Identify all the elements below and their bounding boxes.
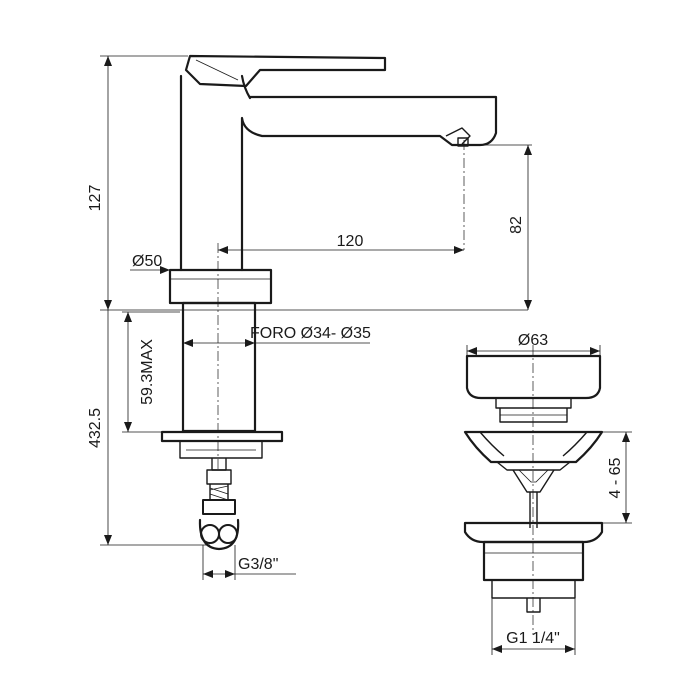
dimension-reach-120: 120	[218, 233, 464, 254]
dim-g114-label: G1 1/4"	[506, 630, 560, 647]
dimension-hole: FORO Ø34- Ø35	[183, 325, 371, 347]
dimension-height-127: 127	[87, 55, 528, 311]
dim-g38-label: G3/8"	[238, 556, 278, 573]
faucet-body	[168, 54, 498, 305]
dim-hole-label: FORO Ø34- Ø35	[250, 325, 371, 342]
dimension-base-d50: Ø50	[130, 253, 218, 274]
dimension-max-thickness: 59.3MAX	[122, 311, 180, 433]
dimension-waste-thread: G1 1/4"	[491, 598, 576, 655]
faucet-shank	[160, 301, 284, 551]
dim-59-label: 59.3MAX	[139, 339, 156, 405]
dimension-waste-thickness: 4 - 65	[600, 431, 632, 524]
dimension-hose-thread: G3/8"	[202, 545, 296, 580]
dim-d63-label: Ø63	[518, 332, 548, 349]
dim-82-label: 82	[508, 216, 525, 234]
waste-cap	[465, 354, 602, 423]
dim-432-label: 432.5	[87, 408, 104, 448]
dim-d50-label: Ø50	[132, 253, 162, 270]
dimension-hose-432: 432.5	[87, 310, 210, 546]
waste-flange	[463, 430, 604, 528]
dimension-spout-82: 82	[470, 144, 532, 310]
dim-4-65-label: 4 - 65	[607, 457, 624, 498]
dim-120-label: 120	[337, 233, 364, 250]
dimension-waste-d63: Ø63	[466, 332, 601, 356]
waste-body	[463, 521, 604, 613]
center-lines	[217, 140, 534, 635]
dim-127-label: 127	[87, 185, 104, 212]
